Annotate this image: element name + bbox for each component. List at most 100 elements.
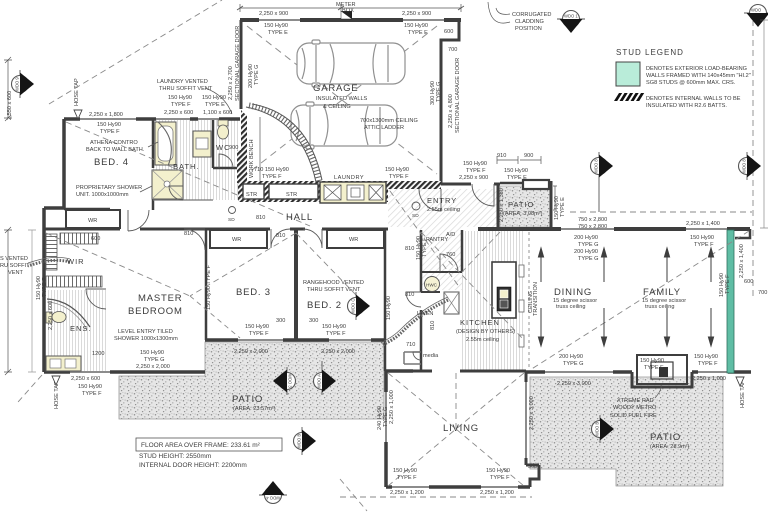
svg-text:2,250 x 1,000: 2,250 x 1,000 xyxy=(389,390,395,424)
svg-text:2,250 x 1,380: 2,250 x 1,380 xyxy=(499,188,505,222)
svg-text:GARAGE: GARAGE xyxy=(313,83,358,94)
svg-text:SHOWER 1000x1300mm: SHOWER 1000x1300mm xyxy=(114,336,178,342)
svg-text:200 Hy90: 200 Hy90 xyxy=(248,64,254,88)
svg-text:INTERNAL DOOR HEIGHT: 2200mm: INTERNAL DOOR HEIGHT: 2200mm xyxy=(139,462,247,469)
svg-text:PATIO: PATIO xyxy=(650,432,681,443)
svg-text:S VENTED: S VENTED xyxy=(0,256,28,262)
svg-text:150 Hy90: 150 Hy90 xyxy=(245,324,269,330)
svg-text:HOSE TAP: HOSE TAP xyxy=(74,78,80,106)
svg-text:150 Hy90: 150 Hy90 xyxy=(393,468,417,474)
svg-text:150 Hy90 TYPE F: 150 Hy90 TYPE F xyxy=(206,264,212,310)
svg-text:FLOOR AREA OVER FRAME: 233.6: FLOOR AREA OVER FRAME: 233.61 m² xyxy=(141,442,261,449)
svg-text:STR: STR xyxy=(286,192,297,198)
svg-text:150 Hy90: 150 Hy90 xyxy=(690,235,714,241)
svg-text:200 Hy90: 200 Hy90 xyxy=(559,354,583,360)
svg-text:TYPE F: TYPE F xyxy=(42,277,48,297)
svg-text:150 Hy90: 150 Hy90 xyxy=(554,196,560,220)
svg-text:TYPE F: TYPE F xyxy=(725,274,731,294)
svg-text:RANGEHOOD VENTED: RANGEHOOD VENTED xyxy=(303,280,364,286)
svg-text:STUD LEGEND: STUD LEGEND xyxy=(616,48,684,57)
svg-text:810: 810 xyxy=(405,246,414,252)
svg-text:150 Hy90: 150 Hy90 xyxy=(202,95,226,101)
svg-text:300: 300 xyxy=(276,318,285,324)
svg-text:710: 710 xyxy=(406,342,415,348)
svg-text:HALL: HALL xyxy=(286,212,313,223)
svg-text:150 Hy90: 150 Hy90 xyxy=(486,468,510,474)
svg-text:POSITION: POSITION xyxy=(515,26,542,32)
svg-text:STR: STR xyxy=(246,192,257,198)
svg-text:1200: 1200 xyxy=(92,351,104,357)
svg-text:810: 810 xyxy=(256,215,265,221)
svg-text:WDO A: WDO A xyxy=(317,374,322,388)
svg-text:150 Hy90: 150 Hy90 xyxy=(416,236,422,260)
svg-text:700x1300mm CEILING: 700x1300mm CEILING xyxy=(360,118,418,124)
svg-text:WDO 4: WDO 4 xyxy=(266,496,280,501)
svg-text:BOX: BOX xyxy=(342,8,354,14)
svg-text:2,250 x 1,400: 2,250 x 1,400 xyxy=(739,244,745,278)
svg-text:2,250 x 900: 2,250 x 900 xyxy=(459,175,488,181)
svg-text:DENOTES EXTERIOR LOAD-BEARING: DENOTES EXTERIOR LOAD-BEARING xyxy=(646,66,747,72)
svg-text:810: 810 xyxy=(430,321,436,330)
svg-text:2.55m ceiling: 2.55m ceiling xyxy=(466,337,499,343)
svg-text:HWC: HWC xyxy=(426,283,438,288)
svg-text:600: 600 xyxy=(91,236,100,242)
svg-text:2,250 x 3,000: 2,250 x 3,000 xyxy=(529,396,535,430)
svg-text:150 Hy90: 150 Hy90 xyxy=(97,122,121,128)
svg-text:BED. 4: BED. 4 xyxy=(94,157,129,168)
svg-text:TYPE F: TYPE F xyxy=(389,174,409,180)
svg-text:SOLID FUEL FIRE: SOLID FUEL FIRE xyxy=(610,413,657,419)
svg-text:2,250 x 1,200: 2,250 x 1,200 xyxy=(480,490,514,496)
svg-text:CORRUGATED: CORRUGATED xyxy=(512,12,551,18)
svg-text:700: 700 xyxy=(448,47,457,53)
svg-text:810: 810 xyxy=(276,233,285,239)
svg-text:TYPE F: TYPE F xyxy=(422,237,428,257)
svg-text:2,250 x 600: 2,250 x 600 xyxy=(164,110,193,116)
svg-text:TYPE F: TYPE F xyxy=(326,331,346,337)
svg-text:FAMILY: FAMILY xyxy=(643,287,681,298)
svg-text:910: 910 xyxy=(497,153,506,159)
svg-text:700: 700 xyxy=(758,290,767,296)
svg-text:truss ceiling: truss ceiling xyxy=(556,304,586,310)
svg-text:2,250 x 4,800: 2,250 x 4,800 xyxy=(448,94,454,128)
svg-text:(DESIGN BY OTHERS): (DESIGN BY OTHERS) xyxy=(456,329,515,335)
svg-text:WDO: WDO xyxy=(751,8,762,13)
svg-text:300 Hy90: 300 Hy90 xyxy=(430,81,436,105)
svg-text:2,250 x 2,000: 2,250 x 2,000 xyxy=(321,349,355,355)
svg-text:15 degree scissor: 15 degree scissor xyxy=(642,298,686,304)
svg-text:TYPE G: TYPE G xyxy=(436,81,442,102)
svg-text:BED. 2: BED. 2 xyxy=(307,300,342,311)
svg-text:WDO B: WDO B xyxy=(595,422,600,436)
svg-text:SG8 STUDS @ 600mm MAX. CRS.: SG8 STUDS @ 600mm MAX. CRS. xyxy=(646,80,736,86)
svg-text:INSULATED WITH R2.6 BATTS.: INSULATED WITH R2.6 BATTS. xyxy=(646,103,727,109)
svg-text:600: 600 xyxy=(444,29,453,35)
svg-text:(AREA: 3.08m²): (AREA: 3.08m²) xyxy=(503,211,543,217)
svg-text:150 Hy90: 150 Hy90 xyxy=(463,161,487,167)
svg-text:WR: WR xyxy=(349,237,358,243)
svg-text:150 Hy90: 150 Hy90 xyxy=(404,23,428,29)
svg-text:150 Hy90: 150 Hy90 xyxy=(78,384,102,390)
svg-text:150 Hy90: 150 Hy90 xyxy=(264,23,288,29)
svg-text:WOODY METRO: WOODY METRO xyxy=(613,405,657,411)
svg-text:810: 810 xyxy=(184,231,193,237)
svg-text:150 Hy90: 150 Hy90 xyxy=(504,168,528,174)
svg-text:TYPE F: TYPE F xyxy=(466,168,486,174)
svg-text:RU SOFFIT: RU SOFFIT xyxy=(0,263,30,269)
svg-text:TYPE F: TYPE F xyxy=(100,129,120,135)
svg-text:A/D: A/D xyxy=(446,232,455,238)
svg-text:TYPE G: TYPE G xyxy=(578,256,599,262)
svg-text:WDO 9: WDO 9 xyxy=(15,77,20,91)
svg-text:LIVING: LIVING xyxy=(443,423,479,434)
svg-text:INSULATED WALLS: INSULATED WALLS xyxy=(316,96,368,102)
svg-text:WDO 1: WDO 1 xyxy=(564,14,578,19)
svg-text:WORK BENCH: WORK BENCH xyxy=(249,139,255,178)
svg-text:240 Hy90: 240 Hy90 xyxy=(377,406,383,430)
svg-text:150 Hy90: 150 Hy90 xyxy=(385,167,409,173)
svg-text:710 150 Hy90: 710 150 Hy90 xyxy=(254,167,289,173)
svg-text:TYPE E: TYPE E xyxy=(408,30,428,36)
svg-text:TYPE F: TYPE F xyxy=(397,475,417,481)
svg-text:2,250 x 900: 2,250 x 900 xyxy=(402,11,431,17)
svg-text:2,250 x 900: 2,250 x 900 xyxy=(259,11,288,17)
svg-text:DENOTES INTERNAL WALLS TO BE: DENOTES INTERNAL WALLS TO BE xyxy=(646,96,741,102)
svg-text:(AREA: 28.9m²): (AREA: 28.9m²) xyxy=(650,444,690,450)
svg-text:750 x 2,800: 750 x 2,800 xyxy=(578,217,607,223)
